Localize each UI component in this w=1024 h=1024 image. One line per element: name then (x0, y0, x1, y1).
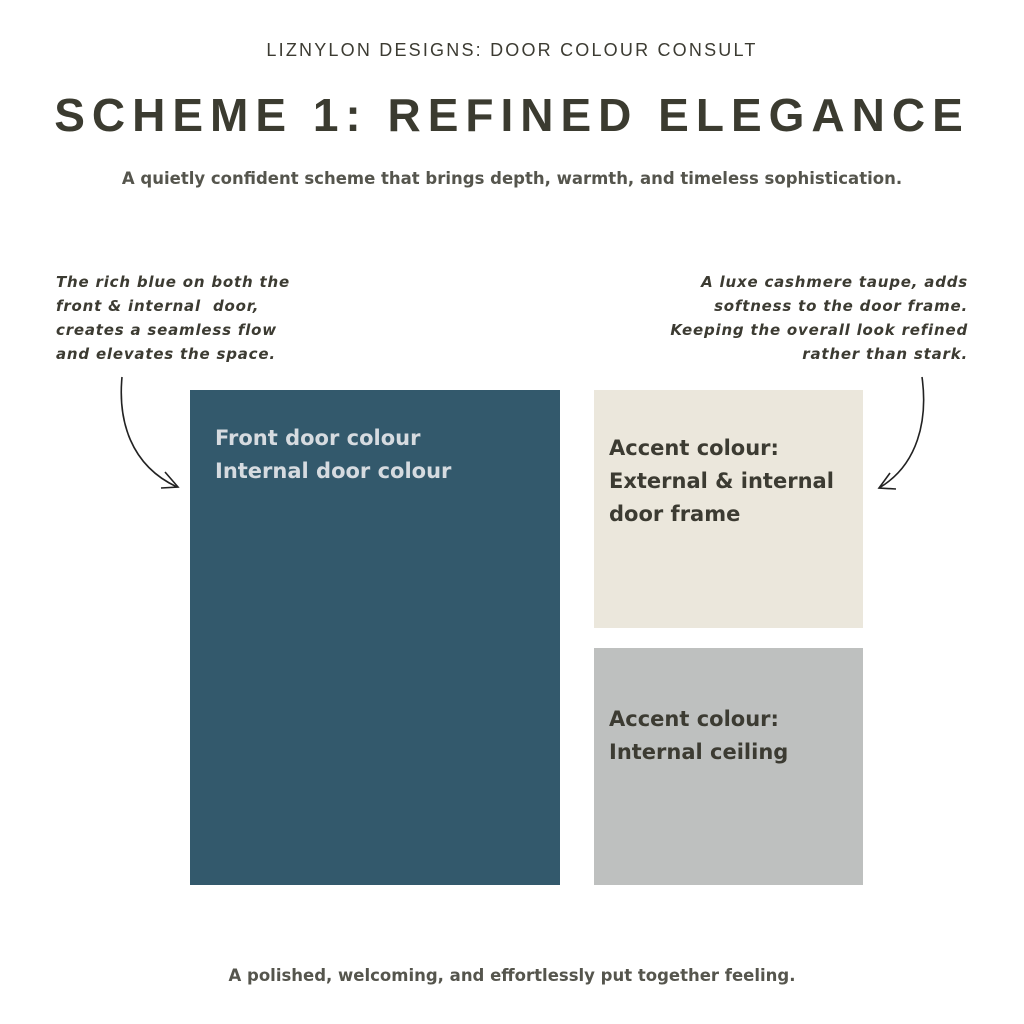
note-line: front & internal door, (56, 297, 260, 315)
swatch-grey-ceiling: Accent colour: Internal ceiling (594, 648, 863, 885)
note-line: creates a seamless flow (56, 321, 277, 339)
note-line: and elevates the space. (56, 345, 276, 363)
swatch-line: Accent colour: (609, 436, 779, 460)
swatch-line: Accent colour: (609, 707, 779, 731)
swatch-label: Accent colour: Internal ceiling (609, 703, 788, 769)
tagline: A quietly confident scheme that brings d… (121, 169, 903, 188)
swatch-blue-door: Front door colour Internal door colour (190, 390, 560, 885)
note-right: A luxe cashmere taupe, adds softness to … (638, 270, 968, 366)
page-title: SCHEME 1: REFINED ELEGANCE (54, 89, 970, 141)
swatch-line: Internal door colour (215, 459, 452, 483)
note-line: A luxe cashmere taupe, adds (701, 273, 968, 291)
swatch-line: Front door colour (215, 426, 421, 450)
swatch-line: door frame (609, 502, 741, 526)
swatch-line: Internal ceiling (609, 740, 789, 764)
swatch-line: External & internal (609, 469, 834, 493)
note-line: rather than stark. (802, 345, 968, 363)
swatch-taupe-frame: Accent colour: External & internal door … (594, 390, 863, 628)
brand-heading: LIZNYLON DESIGNS: DOOR COLOUR CONSULT (266, 40, 758, 60)
note-line: Keeping the overall look refined (670, 321, 968, 339)
note-line: softness to the door frame. (714, 297, 968, 315)
swatch-label: Front door colour Internal door colour (215, 422, 451, 488)
footer-text: A polished, welcoming, and effortlessly … (228, 966, 796, 985)
swatch-label: Accent colour: External & internal door … (609, 432, 834, 531)
note-left: The rich blue on both the front & intern… (56, 270, 356, 366)
note-line: The rich blue on both the (56, 273, 290, 291)
